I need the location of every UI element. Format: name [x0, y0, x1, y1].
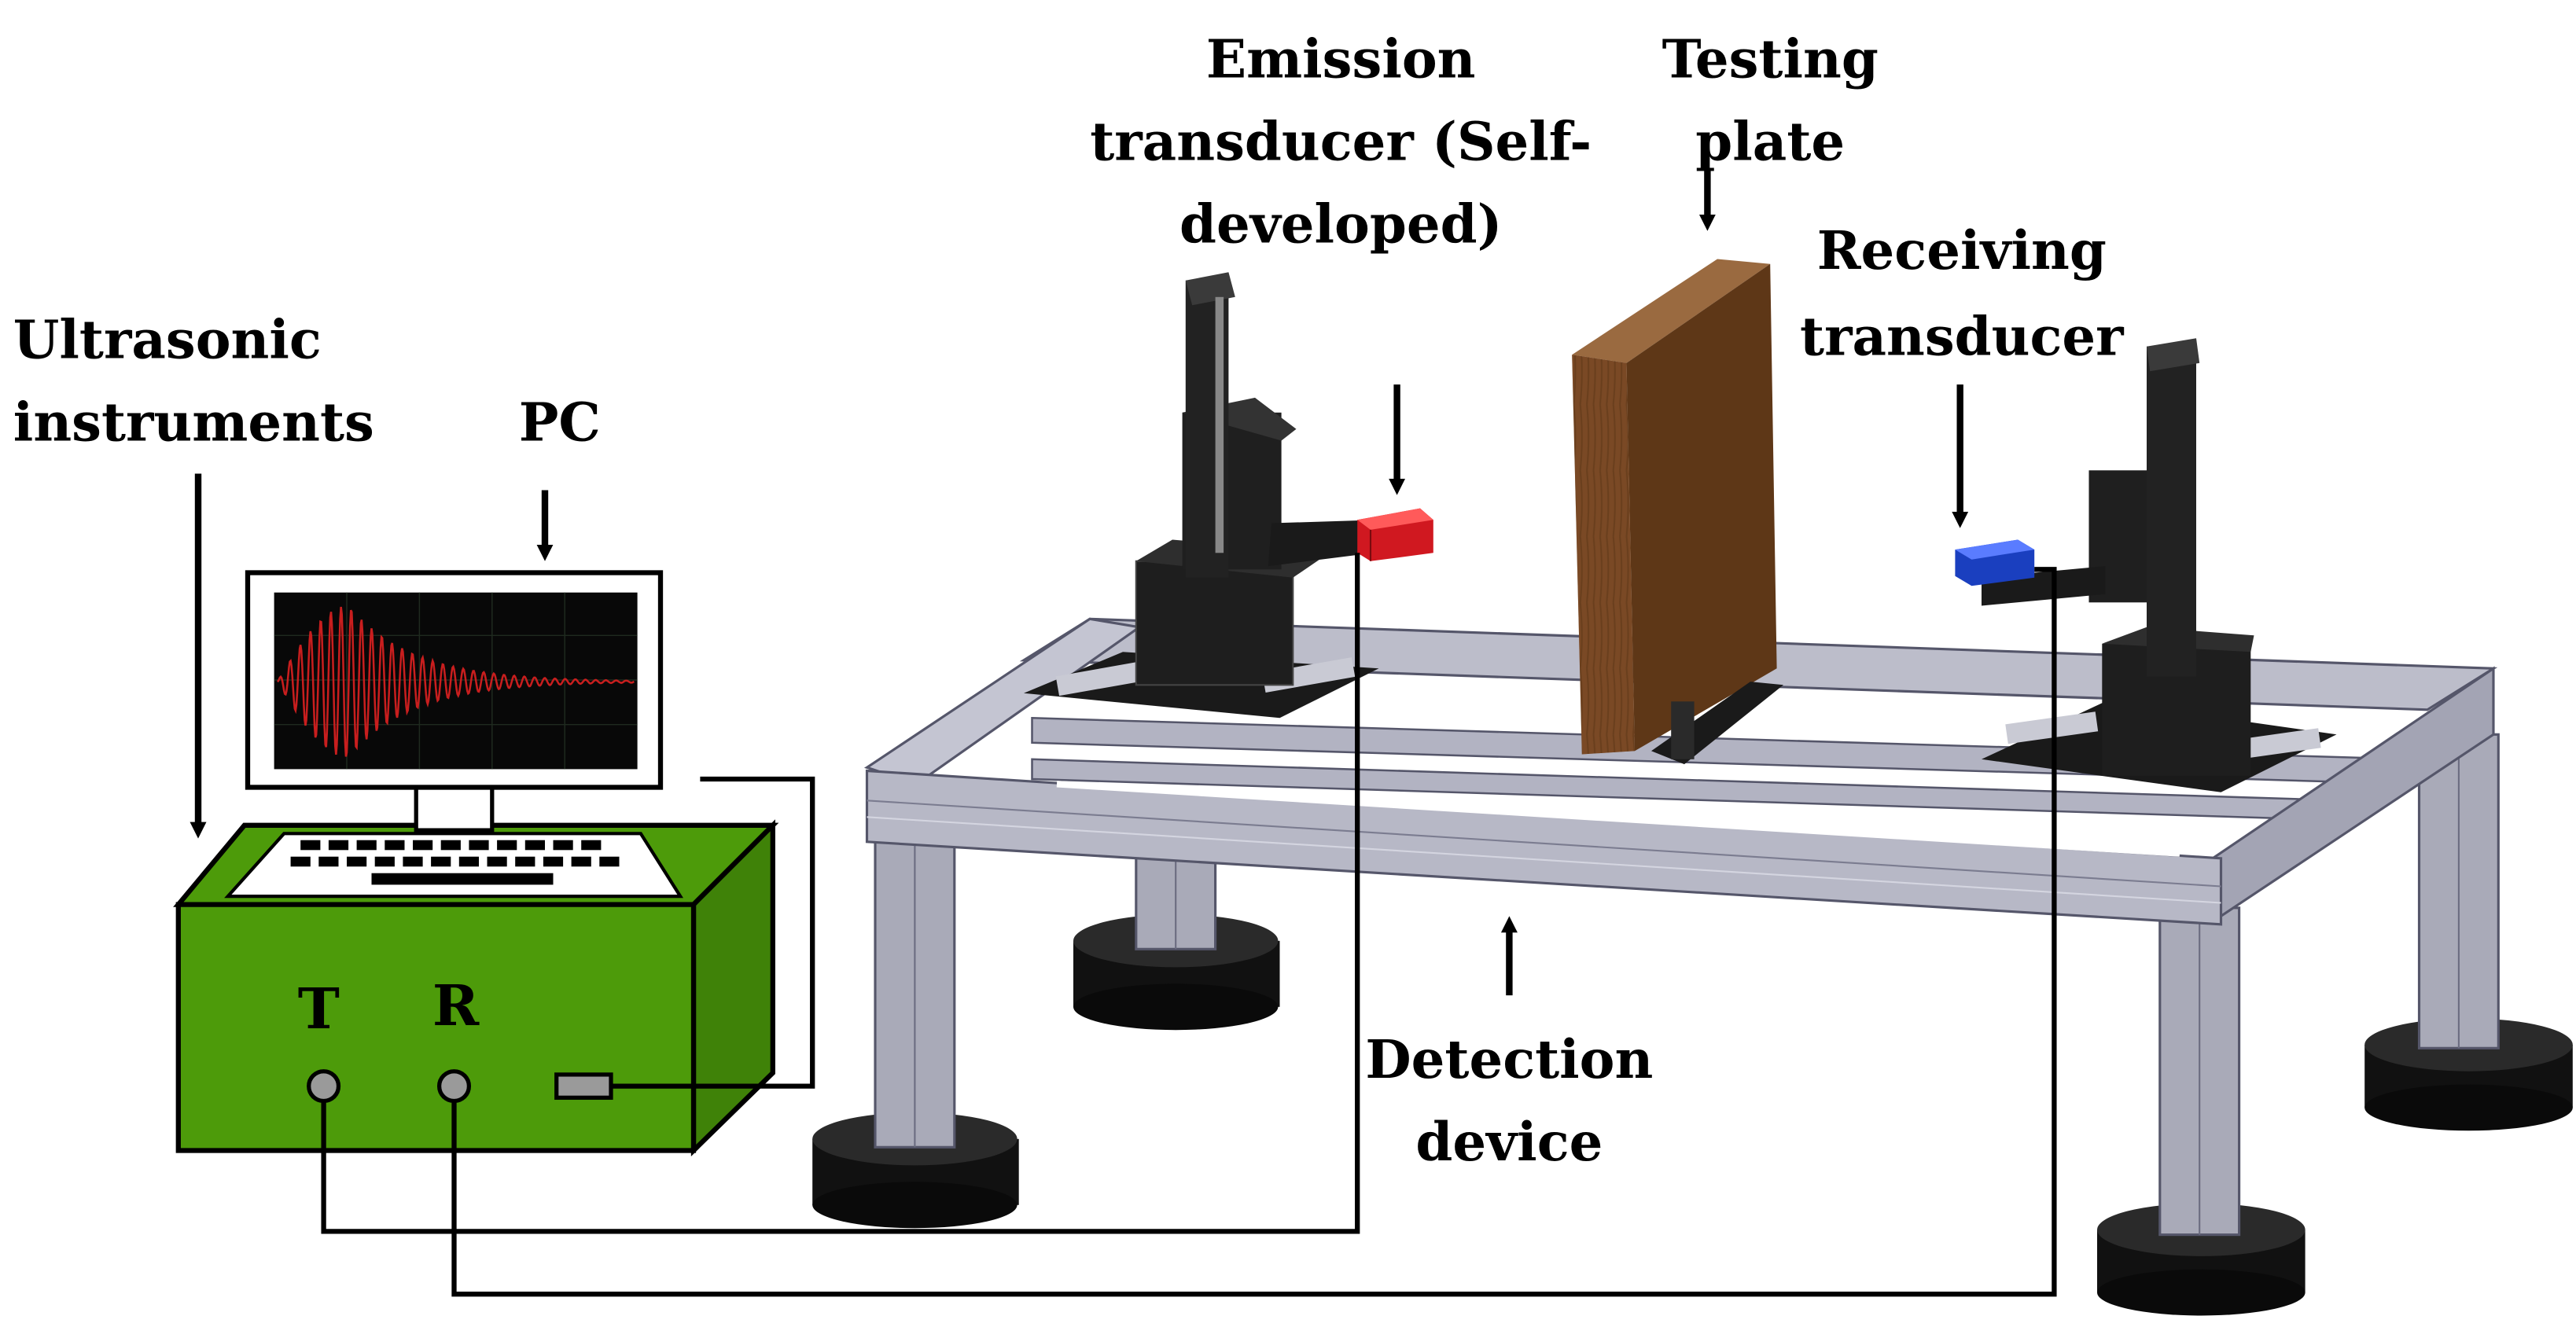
- callout-labels: Ultrasonic instruments PC Emission trans…: [13, 28, 2125, 1173]
- receiving-stand: [1982, 338, 2337, 792]
- label-emission-2: transducer (Self-: [1090, 111, 1592, 173]
- port-t-socket: [307, 1069, 341, 1104]
- pointer-arrows: [190, 170, 1969, 996]
- cables: [321, 553, 2057, 1297]
- ultrasonic-instrument: T R: [173, 570, 779, 1156]
- foot-back-left: [1073, 914, 1280, 1031]
- pc-monitor: [245, 570, 664, 790]
- pc-cable: [611, 776, 815, 1089]
- emission-transducer: [1357, 508, 1433, 561]
- label-detection-1: Detection: [1365, 1028, 1653, 1090]
- port-t-label: T: [298, 976, 340, 1042]
- label-emission-1: Emission: [1206, 28, 1476, 90]
- label-testing-2: plate: [1695, 111, 1845, 173]
- emission-stand: [1024, 272, 1379, 719]
- label-detection-2: device: [1415, 1111, 1603, 1173]
- label-receiving-1: Receiving: [1817, 219, 2107, 281]
- label-testing-1: Testing: [1662, 28, 1879, 90]
- emission-cable: [321, 553, 1360, 1234]
- left-side-rail: [863, 617, 1143, 786]
- receiving-transducer: [1955, 539, 2035, 586]
- label-emission-3: developed): [1179, 193, 1502, 255]
- pc-connector: [554, 1072, 613, 1100]
- receiving-cable: [451, 567, 2057, 1297]
- port-r-label: R: [432, 972, 480, 1038]
- foot-front-right: [2097, 1203, 2306, 1316]
- label-ultrasonic-1: Ultrasonic: [13, 309, 322, 371]
- port-r-socket: [436, 1069, 472, 1104]
- keyboard: [224, 832, 684, 899]
- testing-plate: [1572, 259, 1783, 765]
- label-ultrasonic-2: instruments: [13, 391, 374, 453]
- waveform: [277, 606, 635, 757]
- label-receiving-2: transducer: [1800, 305, 2125, 367]
- label-pc: PC: [519, 391, 601, 453]
